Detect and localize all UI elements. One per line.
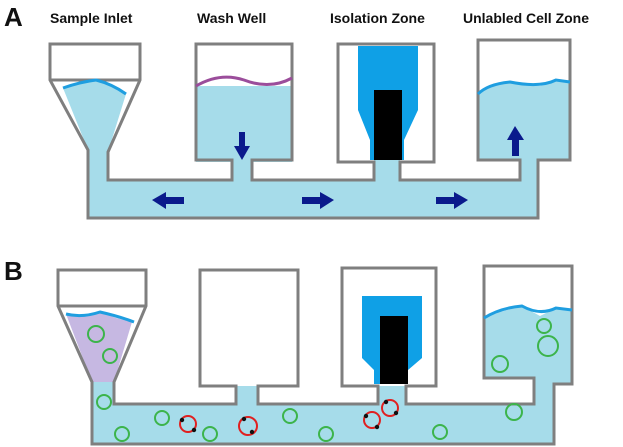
panel-a-device bbox=[48, 38, 572, 220]
labeled-cell bbox=[363, 411, 381, 429]
labeled-cell bbox=[381, 399, 399, 417]
sample-meniscus-a bbox=[62, 78, 127, 96]
magnet-core-a bbox=[374, 90, 402, 160]
unlabeled-cell bbox=[432, 424, 448, 440]
sample-fluid-b bbox=[66, 312, 132, 382]
unlabeled-cell bbox=[537, 335, 559, 357]
sample-inlet-fluid-a bbox=[63, 80, 570, 218]
label-isolation-zone: Isolation Zone bbox=[330, 10, 425, 26]
labeled-cell bbox=[238, 416, 258, 436]
unlabeled-cell bbox=[282, 408, 298, 424]
unlabeled-cell bbox=[114, 426, 130, 442]
wash-meniscus-a bbox=[195, 75, 293, 88]
right-arrow bbox=[436, 192, 468, 209]
up-arrow bbox=[507, 126, 524, 156]
panel-label-b: B bbox=[4, 256, 23, 286]
unlabeled-cell bbox=[491, 355, 509, 373]
magnet-core-b bbox=[380, 316, 408, 384]
channel-outline-b bbox=[56, 264, 574, 446]
unlabeled-cell bbox=[154, 410, 170, 426]
panel-b-device bbox=[56, 264, 574, 446]
outlet-meniscus-b bbox=[483, 304, 573, 320]
down-arrow bbox=[234, 132, 250, 160]
unlabeled-cell bbox=[202, 426, 218, 442]
unlabeled-cell bbox=[505, 403, 523, 421]
unlabeled-cell bbox=[87, 325, 105, 343]
right-arrow bbox=[302, 192, 334, 209]
labeled-cell bbox=[179, 415, 197, 433]
label-sample-inlet: Sample Inlet bbox=[50, 10, 133, 26]
unlabeled-cell bbox=[318, 426, 334, 442]
left-arrow bbox=[152, 192, 184, 209]
label-wash-well: Wash Well bbox=[197, 10, 267, 26]
panel-label-a: A bbox=[4, 2, 23, 32]
sample-meniscus-b bbox=[65, 310, 135, 324]
label-unlabeled-zone: Unlabled Cell Zone bbox=[463, 10, 590, 26]
channel-outline-a bbox=[48, 38, 572, 220]
unlabeled-cell bbox=[536, 318, 552, 334]
unlabeled-cell bbox=[102, 348, 118, 364]
unlabeled-cell bbox=[96, 394, 112, 410]
outlet-meniscus-a bbox=[476, 78, 571, 96]
